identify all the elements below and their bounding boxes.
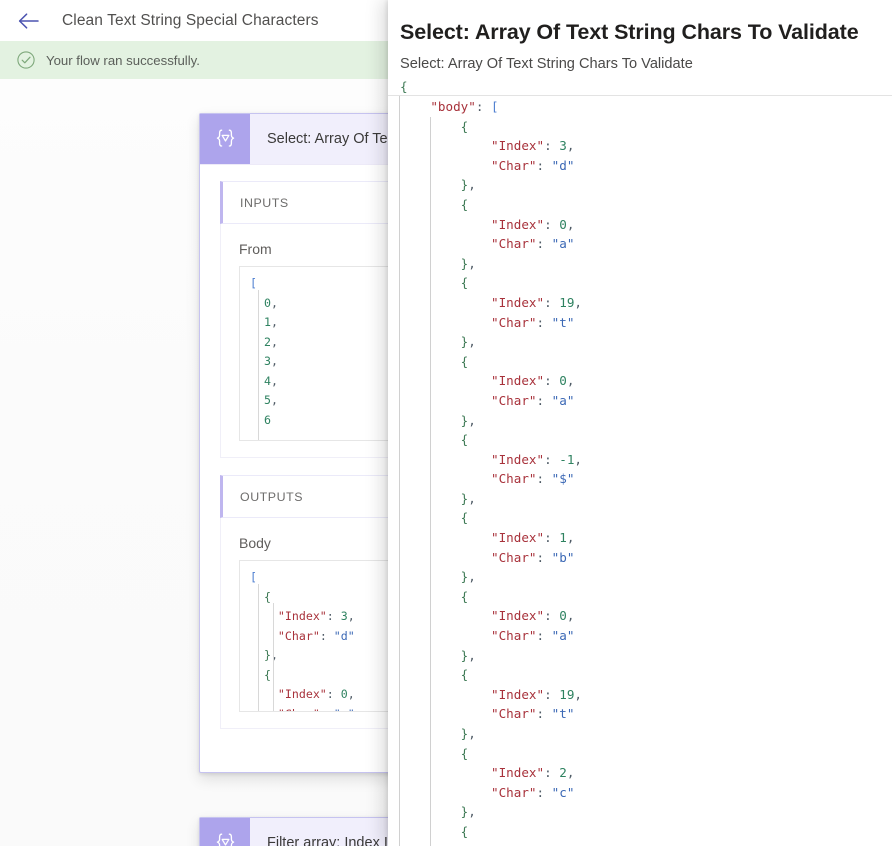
- status-banner-text: Your flow ran successfully.: [46, 52, 200, 68]
- from-field-label: From: [239, 241, 272, 257]
- indent-guide: [273, 603, 274, 711]
- body-value-code: [ { "Index": 3, "Char": "d" }, { "Index"…: [250, 570, 355, 711]
- success-check-circle-icon: [16, 50, 36, 70]
- select-data-operation-icon: [200, 114, 250, 164]
- json-body-code: "body": [ { "Index": 3, "Char": "d" }, {…: [430, 99, 583, 839]
- panel-code-viewer[interactable]: { "body": [ { "Index": 3, "Char": "d" },…: [388, 77, 892, 846]
- filter-array-icon: [200, 818, 250, 846]
- page-title: Clean Text String Special Characters: [62, 11, 319, 29]
- from-value-code: [ 0, 1, 2, 3, 4, 5, 6: [250, 276, 278, 427]
- panel-title: Select: Array Of Text String Chars To Va…: [400, 20, 859, 44]
- json-open-brace: {: [400, 79, 408, 94]
- json-sticky-first-line: {: [388, 77, 892, 96]
- indent-guide: [258, 584, 259, 711]
- indent-guide: [430, 117, 431, 846]
- body-field-label: Body: [239, 535, 271, 551]
- action-card-title: Select: Array Of Te: [267, 131, 388, 147]
- indent-guide: [258, 290, 259, 440]
- details-panel: Select: Array Of Text String Chars To Va…: [388, 0, 892, 846]
- filter-card-title: Filter array: Index I: [267, 835, 388, 846]
- back-arrow-icon[interactable]: [16, 8, 42, 34]
- panel-subtitle: Select: Array Of Text String Chars To Va…: [400, 56, 693, 72]
- indent-guide: [399, 96, 400, 846]
